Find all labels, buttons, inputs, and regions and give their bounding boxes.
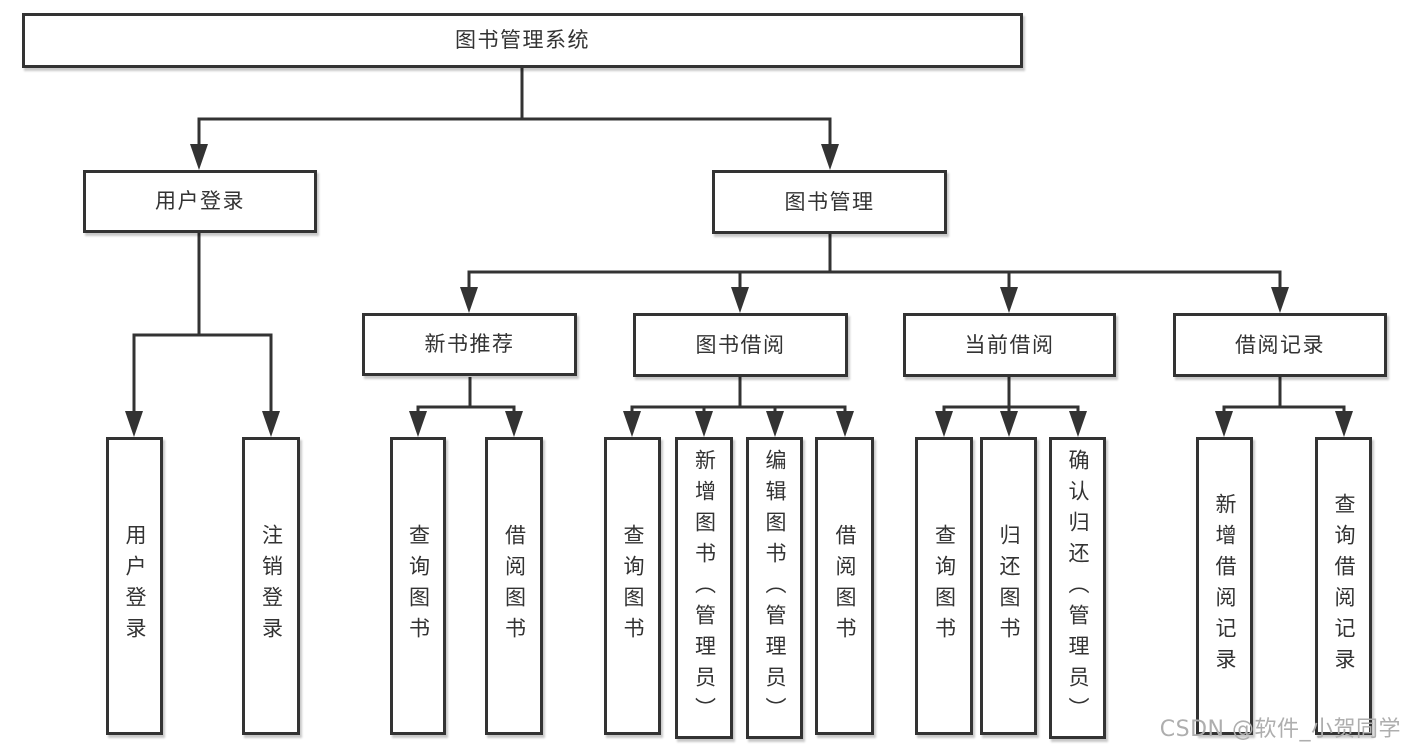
node-label: 新书推荐: [424, 332, 515, 356]
leaf-add-book-admin: 新增图书（管理员）: [675, 437, 733, 739]
node-current-borrowing: 当前借阅: [903, 313, 1116, 377]
node-book-management: 图书管理: [712, 170, 947, 234]
node-label: 查询图书: [621, 524, 645, 648]
leaf-return-books: 归还图书: [980, 437, 1037, 735]
node-label: 用户登录: [155, 189, 245, 213]
node-label: 查询图书: [932, 524, 957, 648]
leaf-logout: 注销登录: [242, 437, 300, 735]
leaf-borrow-books-borrowing: 借阅图书: [815, 437, 874, 735]
leaf-borrow-books-recommend: 借阅图书: [485, 437, 543, 735]
leaf-query-books-recommend: 查询图书: [390, 437, 446, 735]
node-label: 确认归还（管理员）: [1066, 448, 1090, 728]
node-label: 归还图书: [997, 524, 1021, 648]
watermark-csdn: CSDN @软件_小贺同学: [1159, 717, 1401, 742]
leaf-user-login: 用户登录: [106, 437, 163, 735]
node-label: 编辑图书（管理员）: [763, 448, 787, 728]
node-label: 查询图书: [406, 524, 431, 648]
node-label: 图书管理: [784, 189, 875, 214]
node-label: 借阅图书: [502, 524, 527, 648]
node-label: 新增借阅记录: [1213, 493, 1237, 679]
node-label: 用户登录: [123, 524, 147, 648]
node-new-book-recommend: 新书推荐: [362, 313, 577, 376]
node-label: 借阅记录: [1235, 332, 1325, 357]
node-borrowing-records: 借阅记录: [1173, 313, 1387, 377]
node-label: 注销登录: [259, 524, 284, 648]
node-user-login: 用户登录: [83, 170, 317, 233]
node-label: 图书借阅: [695, 332, 786, 357]
leaf-add-borrow-record: 新增借阅记录: [1196, 437, 1253, 735]
leaf-confirm-return-admin: 确认归还（管理员）: [1049, 437, 1106, 739]
node-label: 查询借阅记录: [1332, 493, 1356, 679]
leaf-query-books-borrowing: 查询图书: [604, 437, 661, 735]
leaf-edit-book-admin: 编辑图书（管理员）: [746, 437, 803, 739]
leaf-query-borrow-record: 查询借阅记录: [1315, 437, 1372, 735]
node-library-system: 图书管理系统: [22, 13, 1023, 68]
node-label: 当前借阅: [964, 332, 1055, 357]
node-book-borrowing: 图书借阅: [633, 313, 848, 377]
leaf-query-books-current: 查询图书: [915, 437, 973, 735]
node-label: 借阅图书: [833, 524, 857, 648]
node-label: 新增图书（管理员）: [692, 448, 717, 728]
node-label: 图书管理系统: [455, 28, 590, 52]
